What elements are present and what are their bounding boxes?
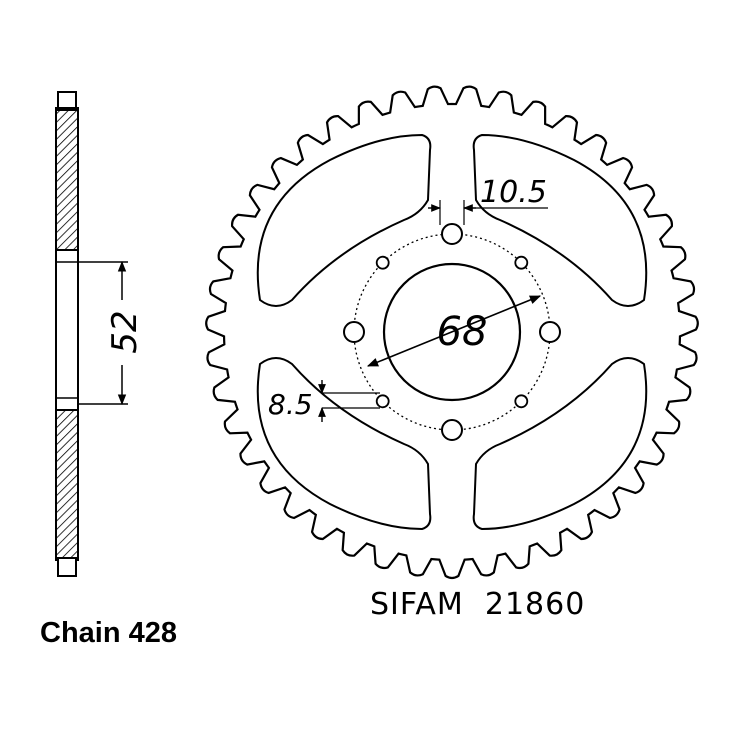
dim-bolt-hole: 10.5 (480, 175, 547, 210)
dim-bore-line (366, 295, 542, 367)
profile-upper-hatch (55, 107, 79, 251)
large-bolt-hole-4 (343, 321, 365, 343)
window-cutout-2 (472, 133, 648, 307)
small-hole-2 (514, 255, 529, 270)
sprocket-teeth-outline (205, 85, 699, 580)
profile-lower-hatch (55, 409, 79, 561)
dim-center-bore: 68 (437, 309, 488, 355)
large-bolt-hole-2 (539, 321, 561, 343)
dim-small-hole: 8.5 (268, 388, 313, 421)
side-profile-view: 52 (55, 91, 145, 577)
large-bolt-hole-1 (441, 223, 463, 245)
small-hole-1 (375, 255, 390, 270)
mounting-holes (343, 223, 561, 441)
window-cutout-1 (256, 133, 432, 307)
sprocket-front-view: 68 10.5 8.5 (205, 85, 699, 580)
chain-label: Chain 428 (40, 617, 177, 649)
small-hole-4 (375, 394, 390, 409)
part-number-label: SIFAM 21860 (370, 587, 585, 622)
profile-bottom-tab (57, 557, 77, 577)
window-cutout-3 (256, 357, 432, 531)
sprocket-windows (256, 133, 648, 531)
window-cutout-4 (472, 357, 648, 531)
profile-bore (55, 249, 79, 411)
large-bolt-hole-3 (441, 419, 463, 441)
small-hole-3 (514, 394, 529, 409)
dim-side-offset: 52 (105, 310, 145, 353)
